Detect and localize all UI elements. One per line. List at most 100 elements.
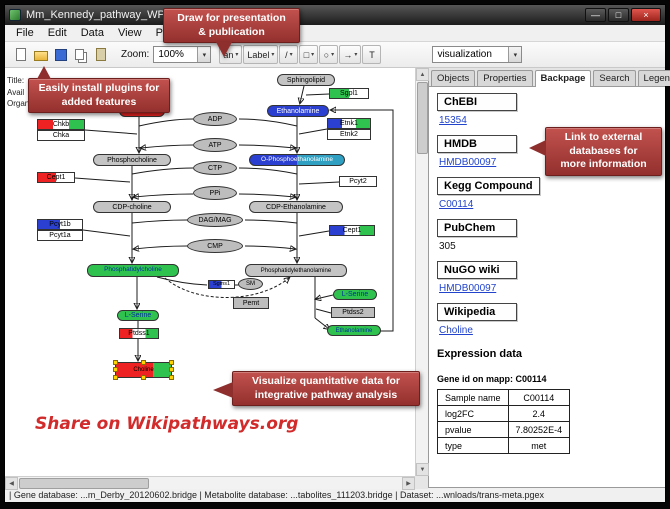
node-atp[interactable]: ATP (193, 138, 237, 152)
toolbar-tools-group: an▾Label▾/▾□▾○▾→▾T (219, 45, 382, 64)
node-ctp[interactable]: CTP (193, 161, 237, 175)
line-tool-button[interactable]: /▾ (279, 45, 299, 64)
node-phosphatidylethanolamine[interactable]: Phosphatidylethanolamine (245, 264, 347, 277)
node-pcyt1a[interactable]: Pcyt1a (37, 230, 83, 241)
selection-handle[interactable] (169, 375, 174, 380)
callout-pointer-icon (216, 42, 232, 58)
backpage-value-wikipedia[interactable]: Choline (439, 325, 473, 336)
selection-handle[interactable] (169, 367, 174, 372)
open-folder-button[interactable] (31, 45, 50, 65)
node-etnk1[interactable]: Etnk1 (327, 118, 371, 129)
chevron-down-icon[interactable]: ▾ (197, 47, 211, 62)
maximize-button[interactable]: □ (608, 8, 629, 22)
node-ethanolamine[interactable]: Ethanolamine (267, 105, 329, 117)
node-pcyt2[interactable]: Pcyt2 (339, 176, 377, 187)
label-tool-button[interactable]: Label▾ (243, 45, 279, 64)
title-bar[interactable]: Mm_Kennedy_pathway_WP1771_45176.gpml —□× (5, 5, 665, 25)
callout-line: databases for (569, 144, 638, 157)
menu-view[interactable]: View (117, 27, 142, 39)
tab-legend[interactable]: Legend (637, 70, 670, 86)
backpage-value-hmdb[interactable]: HMDB00097 (439, 157, 497, 168)
node-ptdss1[interactable]: Ptdss1 (119, 328, 159, 339)
vertical-scrollbar[interactable]: ▲ ▼ (415, 68, 429, 476)
visualization-combobox[interactable]: visualization ▾ (432, 46, 523, 63)
minimize-button[interactable]: — (585, 8, 606, 22)
ellipse-tool-button[interactable]: ○▾ (319, 45, 339, 64)
node-phosphocholine[interactable]: Phosphocholine (93, 154, 171, 166)
vertical-scroll-thumb[interactable] (417, 82, 428, 154)
menu-file[interactable]: File (16, 27, 34, 39)
zoom-combobox[interactable]: 100% ▾ (153, 46, 212, 63)
zoom-value: 100% (158, 49, 184, 60)
node-choline-data[interactable]: Choline (113, 360, 174, 380)
node-cept1-left[interactable]: Cept1 (37, 172, 75, 183)
node-sgpl1[interactable]: Sgpl1 (329, 88, 369, 99)
scroll-up-icon[interactable]: ▲ (416, 68, 429, 81)
selection-handle[interactable] (113, 367, 118, 372)
node-sgms1[interactable]: Sgms1 (208, 280, 235, 289)
chevron-down-icon: ▾ (271, 52, 275, 58)
node-ppi[interactable]: PPi (193, 186, 237, 200)
callout-line: integrative pathway analysis (254, 388, 398, 401)
selection-handle[interactable] (113, 360, 118, 365)
tab-search[interactable]: Search (593, 70, 636, 86)
callout-line: Visualize quantitative data for (251, 375, 400, 387)
save-button[interactable] (51, 45, 70, 65)
node-etnk2[interactable]: Etnk2 (327, 129, 371, 140)
selection-handle[interactable] (140, 360, 146, 365)
tab-objects[interactable]: Objects (431, 70, 476, 86)
scroll-right-icon[interactable]: ▶ (402, 477, 415, 490)
rect-tool-button[interactable]: □▾ (299, 45, 319, 64)
backpage-value-nugo-wiki[interactable]: HMDB00097 (439, 283, 497, 294)
horizontal-scrollbar[interactable]: ◀ ▶ (5, 476, 415, 490)
node-phosphatidylcholine[interactable]: Phosphatidylcholine (87, 264, 179, 277)
template-tool-button[interactable]: T (362, 45, 382, 64)
selection-handle[interactable] (140, 375, 146, 380)
chevron-down-icon: ▾ (354, 52, 358, 58)
copy-button[interactable] (71, 45, 90, 65)
horizontal-scroll-thumb[interactable] (19, 478, 149, 489)
node-cdp-ethanolamine[interactable]: CDP-Ethanolamine (249, 201, 343, 213)
node-l-serine-right[interactable]: L-Serine (333, 289, 377, 300)
node-sphingolipid[interactable]: Sphingolipid (277, 74, 335, 86)
node-adp[interactable]: ADP (193, 112, 237, 126)
scroll-left-icon[interactable]: ◀ (5, 477, 18, 490)
node-chkb[interactable]: Chkb (37, 119, 85, 130)
node-l-serine-left[interactable]: L-Serine (117, 310, 159, 321)
table-cell-value: 7.80252E-4 (507, 421, 571, 438)
node-cmp[interactable]: CMP (187, 239, 243, 253)
tab-properties[interactable]: Properties (477, 70, 533, 86)
backpage-value-kegg-compound[interactable]: C00114 (439, 199, 474, 210)
node-ethanolamine-right[interactable]: Ethanolamine (327, 325, 381, 336)
node-o-phosphoethanolamine[interactable]: O-Phosphoethanolamine (249, 154, 345, 166)
selection-handle[interactable] (169, 360, 174, 365)
backpage-value-chebi[interactable]: 15354 (439, 115, 467, 126)
menu-data[interactable]: Data (80, 27, 104, 39)
node-chka[interactable]: Chka (37, 130, 85, 141)
paste-button[interactable] (91, 45, 110, 65)
node-cdp-choline[interactable]: CDP-choline (93, 201, 171, 213)
status-bar: | Gene database: ...m_Derby_20120602.bri… (5, 487, 665, 502)
tab-backpage[interactable]: Backpage (534, 70, 592, 87)
chevron-down-icon[interactable]: ▾ (508, 47, 522, 62)
node-pemt[interactable]: Pemt (233, 297, 269, 309)
selection-handle[interactable] (113, 375, 118, 380)
backpage-header-wikipedia: Wikipedia (437, 303, 517, 321)
arrow-tool-button[interactable]: →▾ (339, 45, 362, 64)
menu-edit[interactable]: Edit (47, 27, 67, 39)
new-file-button[interactable] (11, 45, 30, 65)
node-sm[interactable]: SM (238, 278, 263, 290)
open-folder-icon (33, 50, 48, 61)
node-ptdss2[interactable]: Ptdss2 (331, 307, 375, 318)
node-dag-mag[interactable]: DAG/MAG (187, 213, 243, 227)
node-cept1-right[interactable]: Cept1 (329, 225, 375, 236)
node-pcyt1b[interactable]: Pcyt1b (37, 219, 83, 230)
close-button[interactable]: × (631, 8, 661, 22)
scroll-down-icon[interactable]: ▼ (416, 463, 429, 476)
